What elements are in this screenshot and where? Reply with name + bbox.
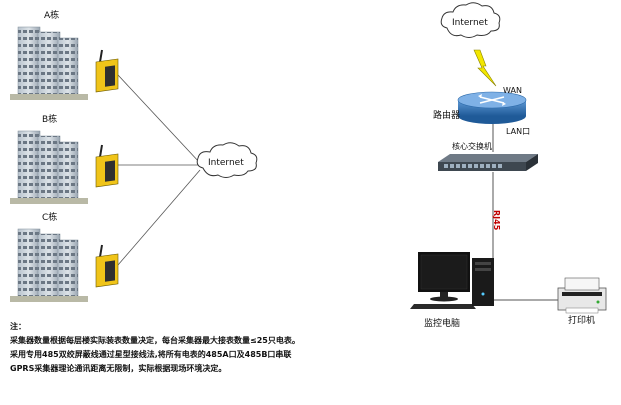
notes-line-2: 采用专用485双绞屏蔽线通过星型接线法,将所有电表的485A口及485B口串联 [10, 350, 292, 359]
building-label-c: C栋 [42, 213, 58, 223]
cloud-icon-right [440, 2, 501, 38]
building-b [10, 130, 88, 204]
wan-label: WAN [503, 86, 522, 95]
internet-label-left: Internet [208, 158, 244, 168]
router-icon [457, 91, 527, 124]
monitor-icon [410, 252, 476, 309]
building-label-a: A栋 [44, 11, 60, 21]
lan-label: LAN口 [506, 127, 531, 136]
notes-line-1: 采集器数量根据每层楼实际装表数量决定，每台采集器最大接表数量≤25只电表。 [10, 336, 300, 345]
gprs-collector-icon [95, 244, 119, 288]
switch-icon [438, 154, 538, 171]
rj45-label: RJ45 [492, 210, 501, 231]
notes-title: 注： [10, 322, 26, 331]
left-links [117, 74, 201, 266]
router-label: 路由器 [433, 111, 461, 121]
building-a [10, 26, 88, 100]
internet-label-right: Internet [452, 18, 488, 28]
building-c [10, 228, 88, 302]
building-label-b: B栋 [42, 115, 58, 125]
pc-label: 监控电脑 [424, 319, 461, 329]
wireless-bolt-icon [473, 49, 497, 87]
printer-label: 打印机 [568, 316, 596, 326]
rj45-link [492, 172, 560, 301]
printer-icon [557, 277, 607, 314]
gprs-collector-icon [95, 144, 119, 188]
pc-tower-icon [472, 258, 494, 306]
switch-label: 核心交换机 [452, 142, 492, 151]
gprs-collector-icon [95, 49, 119, 93]
notes-line-3: GPRS采集器理论通讯距离无限制，实际根据现场环境决定。 [10, 364, 227, 373]
cloud-icon-left [196, 142, 258, 178]
notes-block: 注： 采集器数量根据每层楼实际装表数量决定，每台采集器最大接表数量≤25只电表。… [10, 320, 300, 376]
